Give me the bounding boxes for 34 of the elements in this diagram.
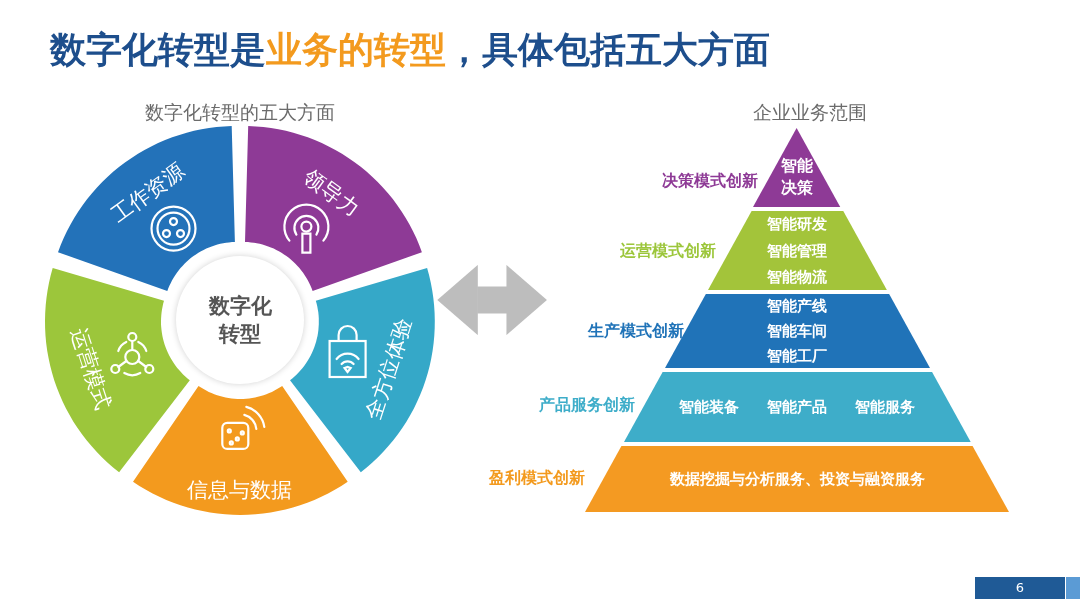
wheel-segment [245, 126, 422, 292]
section-heading: 企业业务范围 [753, 100, 867, 125]
segment-label: 工作资源 [105, 157, 190, 229]
center-label: 数字化转型 [207, 292, 273, 348]
wheel-segment [58, 126, 235, 292]
level-label: 生产模式创新 [588, 320, 684, 342]
slide-title: 数字化转型是业务的转型，具体包括五大方面 [50, 28, 770, 72]
layer-label: 智能车间 [767, 321, 827, 341]
level-label: 盈利模式创新 [489, 467, 585, 489]
level-label: 决策模式创新 [662, 170, 758, 192]
level-label: 产品服务创新 [539, 394, 635, 416]
layer-label: 智能产品 [767, 397, 827, 417]
level-label: 运营模式创新 [620, 240, 716, 262]
segment-label: 全方位体验 [360, 314, 418, 423]
section-heading: 数字化转型的五大方面 [145, 100, 335, 125]
layer-label: 智能服务 [855, 397, 915, 417]
segment-label: 领导力 [298, 163, 366, 223]
layer-label: 智能管理 [767, 241, 827, 260]
layer-label: 智能工厂 [767, 346, 827, 366]
center-circle [176, 256, 304, 384]
wheel-segment [289, 267, 435, 473]
layer-label: 智能物流 [767, 267, 827, 287]
segment-label: 信息与数据 [187, 477, 293, 504]
page-number-bar: 6 [975, 577, 1065, 599]
wheel-segment [132, 386, 348, 515]
layer-label: 智能装备 [679, 397, 739, 417]
layer-label: 智能产线 [767, 296, 827, 316]
wheel-segment [45, 267, 191, 473]
double-arrow [437, 264, 547, 336]
pyramid-layer [585, 446, 1009, 512]
layer-label: 智能决策 [780, 154, 814, 199]
layer-label: 智能研发 [767, 214, 827, 234]
layer-label: 数据挖掘与分析服务、投资与融资服务 [669, 469, 925, 489]
segment-label: 运营模式 [65, 324, 117, 413]
